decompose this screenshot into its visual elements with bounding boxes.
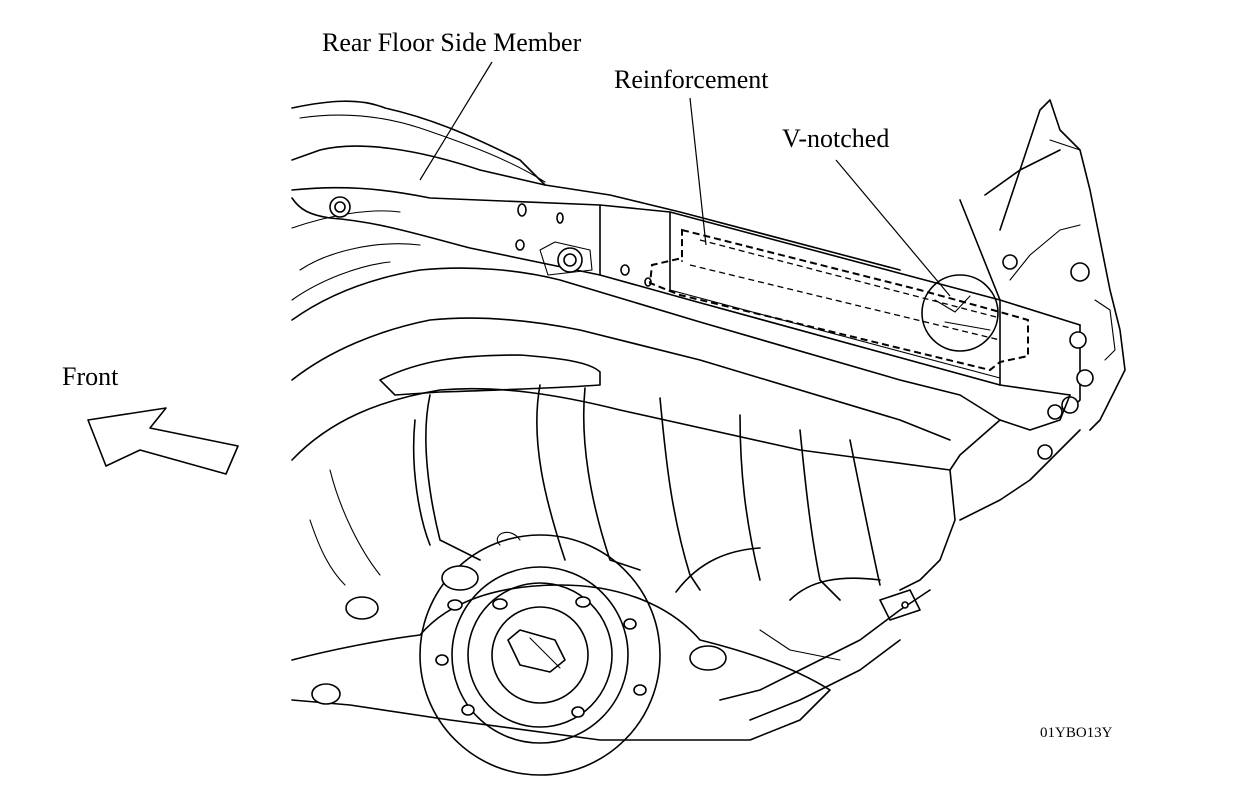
rear-quarter-panel (899, 99, 1126, 591)
leader-line-v-notch (835, 159, 951, 297)
leader-line-side-member (419, 61, 493, 181)
leader-lines (419, 61, 951, 297)
upper-floor-panel (291, 100, 901, 271)
lower-side-member (291, 243, 1001, 471)
floor-ribs (309, 384, 931, 721)
v-notched-label: V-notched (782, 124, 890, 153)
leader-line-reinforcement (689, 97, 707, 246)
front-label: Front (62, 362, 119, 391)
figure-code: 01YBO13Y (1040, 725, 1113, 741)
rear-floor-side-member-label: Rear Floor Side Member (322, 28, 582, 57)
v-notch-callout-circle (921, 274, 999, 352)
rear-floor-side-member (291, 186, 1081, 411)
reinforcement-label: Reinforcement (614, 65, 769, 94)
reinforcement-outline (648, 228, 1029, 372)
spare-tire-well (291, 531, 831, 776)
front-arrow-icon (87, 407, 239, 475)
